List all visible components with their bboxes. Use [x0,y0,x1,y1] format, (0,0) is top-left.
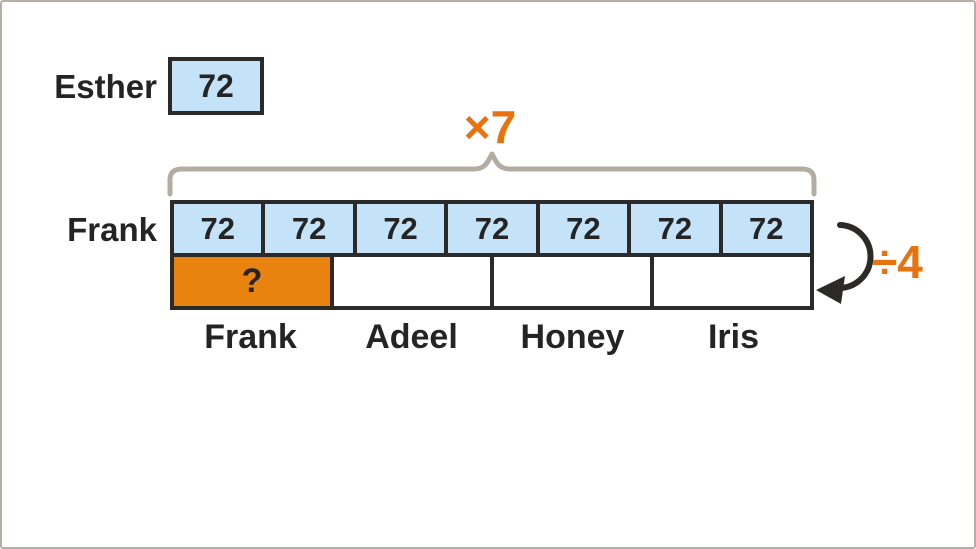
frank-cell: 72 [261,204,353,253]
frank-cell: 72 [444,204,536,253]
name-frank: Frank [204,318,297,356]
share-cell-unknown: ? [174,257,330,306]
rotate-arrow-icon [816,222,874,304]
frank-cell: 72 [627,204,719,253]
multiply-label: ×7 [463,101,517,153]
frank-cell: 72 [352,204,445,253]
name-iris: Iris [707,318,760,356]
esther-value-box: 72 [168,57,264,115]
divide-label: ÷4 [872,236,923,288]
brace-icon [167,151,817,197]
share-cell [650,257,810,306]
frank-cell: 72 [535,204,628,253]
name-adeel: Adeel [365,318,458,356]
frank-cell: 72 [718,204,810,253]
frank-cell: 72 [174,204,262,253]
esther-label: Esther [54,68,157,105]
share-cell [490,257,650,306]
frank-row: 72 72 72 72 72 72 72 [174,204,810,253]
share-row: ? [174,253,810,306]
share-cell [330,257,490,306]
bar-model: 72 72 72 72 72 72 72 ? [170,200,814,310]
esther-value: 72 [198,67,234,104]
frank-label: Frank [67,211,157,248]
name-honey: Honey [520,318,625,356]
names-row: Frank Adeel Honey Iris [170,318,814,357]
